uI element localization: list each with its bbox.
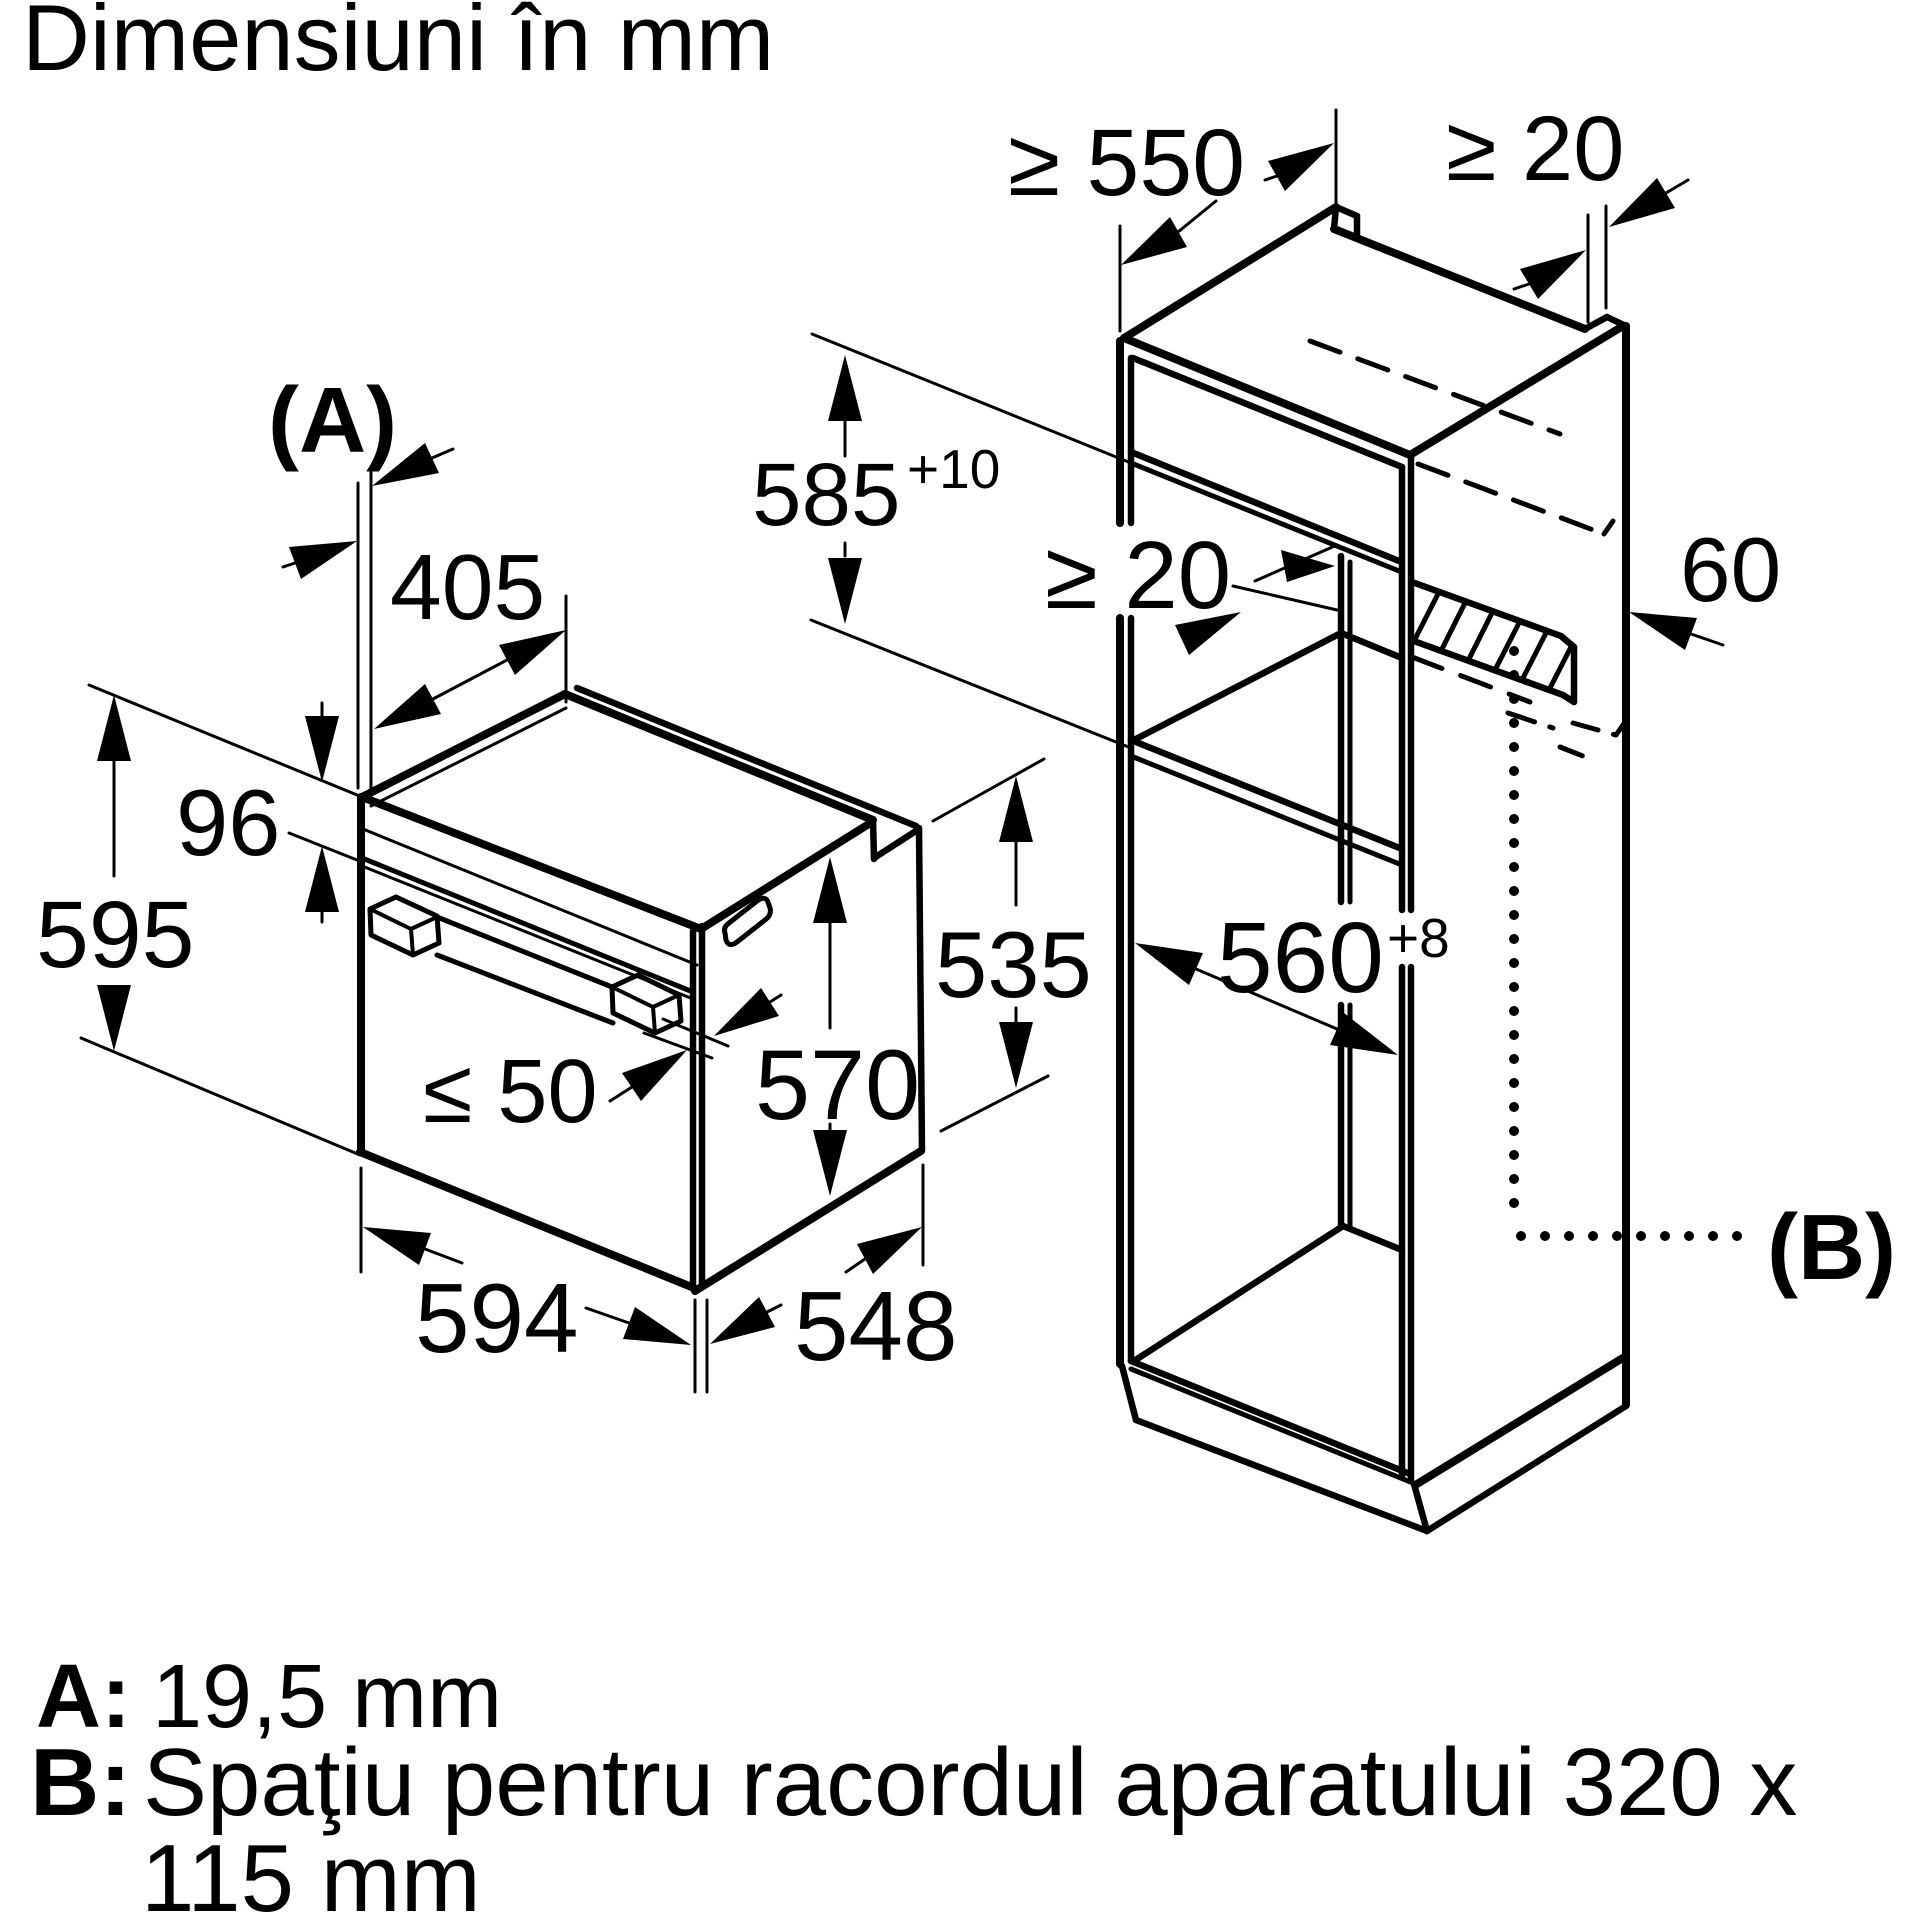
svg-text:548: 548 bbox=[794, 1271, 958, 1381]
svg-text:60: 60 bbox=[1680, 520, 1781, 621]
svg-text:535: 535 bbox=[935, 912, 1092, 1017]
svg-text:(A): (A) bbox=[268, 368, 397, 472]
svg-text:115 mm: 115 mm bbox=[141, 1825, 481, 1920]
svg-text:19,5 mm: 19,5 mm bbox=[152, 1647, 502, 1747]
svg-text:≥ 550: ≥ 550 bbox=[1008, 110, 1245, 216]
svg-text:560: 560 bbox=[1217, 902, 1384, 1014]
svg-text:405: 405 bbox=[390, 535, 545, 639]
svg-text:≤ 50: ≤ 50 bbox=[423, 1042, 598, 1142]
svg-text:+10: +10 bbox=[907, 438, 1000, 500]
svg-text:595: 595 bbox=[36, 882, 195, 988]
svg-text:96: 96 bbox=[176, 770, 281, 875]
svg-text:B:: B: bbox=[30, 1729, 131, 1836]
svg-text:585: 585 bbox=[752, 444, 901, 544]
svg-text:≥ 20: ≥ 20 bbox=[1045, 522, 1231, 629]
svg-text:(B): (B) bbox=[1767, 1195, 1896, 1299]
svg-text:≥ 20: ≥ 20 bbox=[1446, 98, 1624, 200]
svg-text:A:: A: bbox=[36, 1647, 131, 1747]
svg-text:Dimensiuni în mm: Dimensiuni în mm bbox=[22, 0, 774, 90]
svg-text:594: 594 bbox=[415, 1263, 579, 1373]
svg-text:Spaţiu pentru racordul aparatu: Spaţiu pentru racordul aparatului 320 x bbox=[143, 1729, 1797, 1836]
svg-text:+8: +8 bbox=[1387, 907, 1450, 969]
svg-text:570: 570 bbox=[755, 1029, 920, 1140]
